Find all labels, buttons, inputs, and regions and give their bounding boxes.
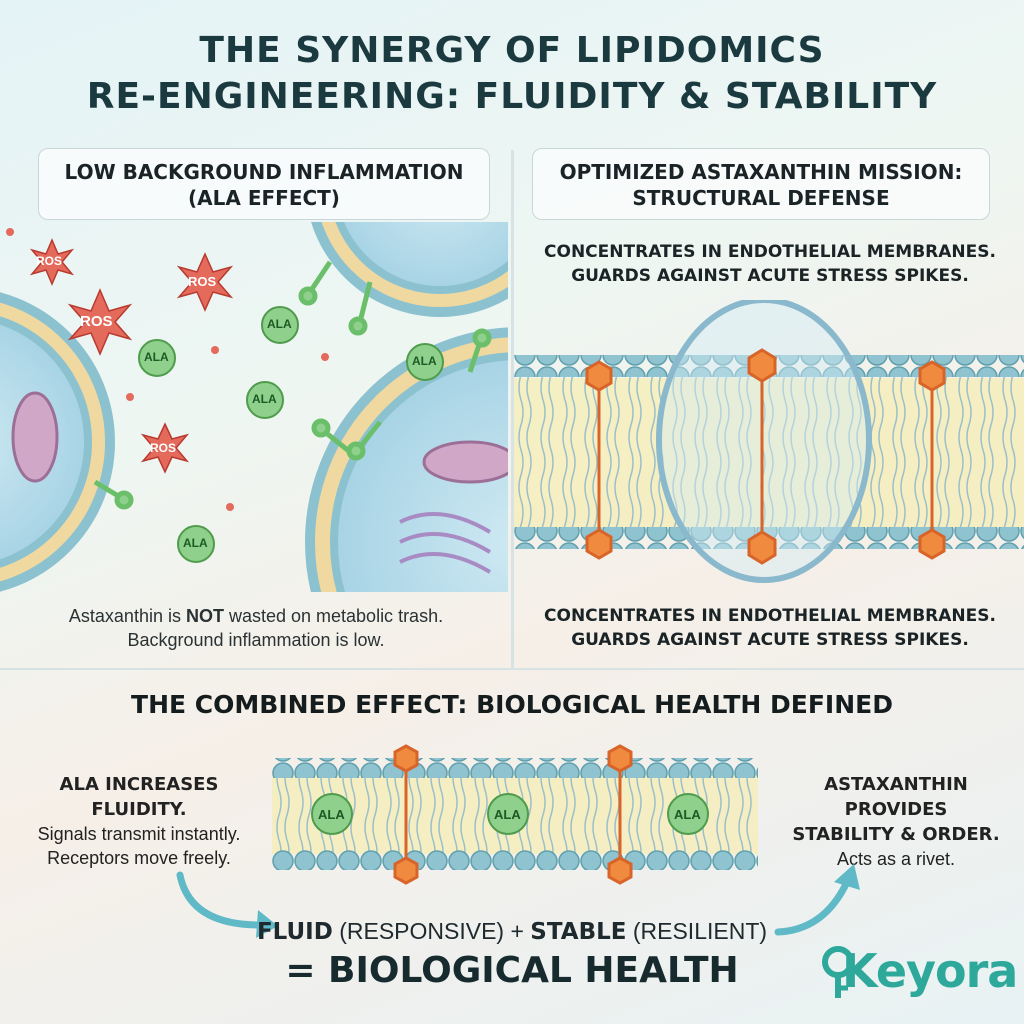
right-bottom-caption: CONCENTRATES IN ENDOTHELIAL MEMBRANES. G… bbox=[520, 604, 1020, 652]
astaxanthin-molecule bbox=[607, 744, 633, 885]
ala-effect-text: ALA INCREASES FLUIDITY. Signals transmit… bbox=[14, 772, 264, 870]
ros-markers bbox=[29, 238, 234, 474]
left-heading-line2: (ALA EFFECT) bbox=[188, 186, 340, 210]
astaxanthin-molecule bbox=[393, 744, 419, 885]
right-top-line2: GUARDS AGAINST ACUTE STRESS SPIKES. bbox=[571, 266, 969, 286]
membrane-illustration bbox=[514, 300, 1024, 583]
astaxanthin-molecules bbox=[393, 744, 633, 885]
equation-result: = BIOLOGICAL HEALTH bbox=[285, 950, 739, 991]
arrow-right-icon bbox=[176, 871, 278, 938]
section-divider bbox=[0, 668, 1024, 670]
ala-label: ALA bbox=[674, 807, 701, 822]
ala-bold-1: ALA INCREASES bbox=[59, 774, 219, 795]
ala-label: ALA bbox=[267, 317, 292, 331]
ala-label: ALA bbox=[144, 350, 169, 364]
ala-label: ALA bbox=[412, 354, 437, 368]
page-title-line2: RE-ENGINEERING: FLUIDITY & STABILITY bbox=[86, 76, 938, 117]
mitochondria-icon bbox=[11, 391, 59, 483]
right-bottom-line1: CONCENTRATES IN ENDOTHELIAL MEMBRANES. bbox=[544, 606, 996, 626]
left-panel-caption: Astaxanthin is NOT wasted on metabolic t… bbox=[10, 604, 502, 652]
ala-markers bbox=[311, 793, 709, 835]
asta-bold-2: PROVIDES bbox=[844, 799, 948, 820]
ala-label: ALA bbox=[183, 536, 208, 550]
asta-bold-1: ASTAXANTHIN bbox=[824, 774, 968, 795]
ala-line-1: Signals transmit instantly. bbox=[37, 824, 241, 844]
panel-divider bbox=[511, 150, 514, 670]
ala-label: ALA bbox=[252, 392, 277, 406]
astaxanthin-molecule bbox=[747, 348, 777, 565]
caption-pre: Astaxanthin is bbox=[68, 606, 186, 626]
page-title-line1: THE SYNERGY OF LIPIDOMICS bbox=[199, 30, 825, 71]
astaxanthin-effect-text: ASTAXANTHIN PROVIDES STABILITY & ORDER. … bbox=[776, 772, 1016, 871]
ros-label: ROS bbox=[188, 274, 217, 289]
brand-logo: Keyora bbox=[814, 940, 1018, 1004]
keyora-logo-icon bbox=[822, 946, 854, 998]
cell-top-right bbox=[311, 222, 508, 317]
cell-bottom-right bbox=[305, 327, 508, 592]
astaxanthin-molecule bbox=[585, 360, 613, 560]
ala-label: ALA bbox=[318, 807, 345, 822]
cell-left bbox=[0, 292, 115, 592]
asta-bold-3: STABILITY & ORDER. bbox=[792, 824, 1000, 845]
left-heading-line1: LOW BACKGROUND INFLAMMATION bbox=[64, 160, 464, 184]
ros-label: ROS bbox=[80, 313, 113, 330]
receptors bbox=[93, 260, 492, 510]
protective-capsule bbox=[656, 300, 872, 583]
right-bottom-line2: GUARDS AGAINST ACUTE STRESS SPIKES. bbox=[571, 630, 969, 650]
small-dots bbox=[6, 228, 329, 511]
right-top-line1: CONCENTRATES IN ENDOTHELIAL MEMBRANES. bbox=[544, 242, 996, 262]
caption-line2: Background inflammation is low. bbox=[127, 630, 385, 650]
right-panel-heading: OPTIMIZED ASTAXANTHIN MISSION: STRUCTURA… bbox=[532, 148, 990, 220]
inflammation-illustration bbox=[0, 222, 508, 592]
caption-post: wasted on metabolic trash. bbox=[223, 606, 444, 626]
arrow-up-right-icon bbox=[774, 864, 860, 936]
right-top-caption: CONCENTRATES IN ENDOTHELIAL MEMBRANES. G… bbox=[520, 240, 1020, 288]
ros-label: ROS bbox=[36, 254, 63, 268]
ros-label: ROS bbox=[150, 441, 177, 455]
asta-line-1: Acts as a rivet. bbox=[836, 849, 956, 869]
brand-logo-text: Keyora bbox=[842, 944, 1018, 998]
ala-bold-2: FLUIDITY. bbox=[91, 799, 187, 820]
astaxanthin-molecules bbox=[585, 348, 946, 565]
right-heading-line1: OPTIMIZED ASTAXANTHIN MISSION: bbox=[559, 160, 963, 184]
combined-heading: THE COMBINED EFFECT: BIOLOGICAL HEALTH D… bbox=[131, 690, 893, 719]
astaxanthin-molecule bbox=[918, 360, 946, 560]
caption-bold: NOT bbox=[185, 606, 224, 626]
eq-stable: STABLE bbox=[530, 919, 627, 945]
mitochondria-icon bbox=[422, 440, 508, 484]
ala-line-2: Receptors move freely. bbox=[47, 848, 231, 868]
ala-label: ALA bbox=[494, 807, 521, 822]
right-heading-line2: STRUCTURAL DEFENSE bbox=[632, 186, 890, 210]
combined-membrane bbox=[272, 744, 758, 885]
left-panel-heading: LOW BACKGROUND INFLAMMATION (ALA EFFECT) bbox=[38, 148, 490, 220]
eq-responsive: (RESPONSIVE) + bbox=[332, 918, 531, 944]
eq-resilient: (RESILIENT) bbox=[626, 918, 768, 944]
eq-fluid: FLUID bbox=[256, 919, 333, 945]
equation-line: FLUID (RESPONSIVE) + STABLE (RESILIENT) bbox=[220, 918, 804, 945]
ala-markers bbox=[138, 306, 444, 563]
